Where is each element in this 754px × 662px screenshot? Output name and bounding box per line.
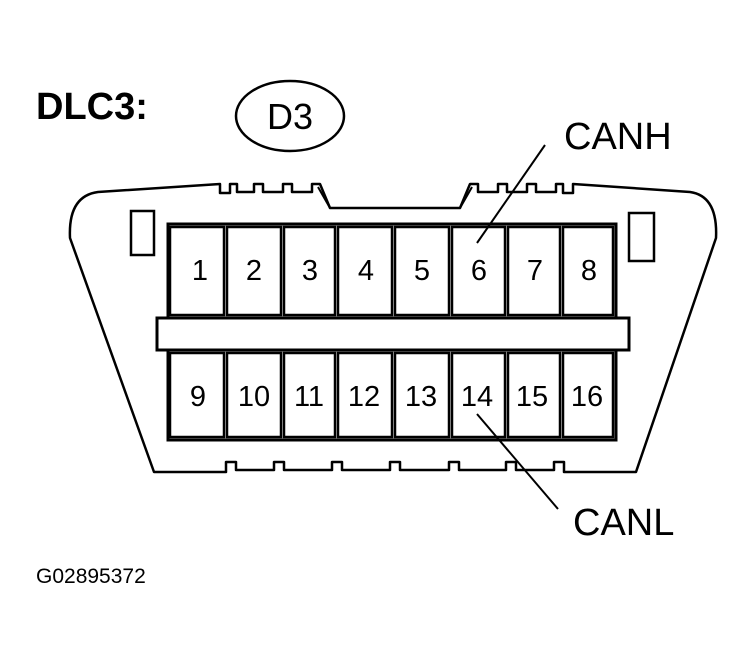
pin-label: 4 bbox=[358, 255, 374, 287]
left-latch bbox=[129, 209, 156, 257]
pin-label: 6 bbox=[471, 255, 487, 287]
badge-outline bbox=[234, 79, 346, 153]
pin-cell bbox=[450, 225, 507, 317]
pin-cell bbox=[506, 351, 562, 439]
pin-label: 12 bbox=[348, 381, 380, 413]
pin-label: 16 bbox=[571, 381, 603, 413]
canl-label: CANL bbox=[573, 502, 674, 544]
pin-cell bbox=[336, 351, 394, 439]
pin-label: 2 bbox=[246, 255, 262, 287]
pin-label: 9 bbox=[190, 381, 206, 413]
pin-cell bbox=[561, 351, 615, 439]
pin-label: 1 bbox=[192, 255, 208, 287]
diagram-title: DLC3: bbox=[36, 86, 148, 128]
pin-label: 5 bbox=[414, 255, 430, 287]
pin-cell bbox=[168, 351, 226, 439]
pin-row-bottom: 9 10 11 12 13 14 15 16 bbox=[168, 351, 615, 439]
pin-label: 8 bbox=[581, 255, 597, 287]
connector-code-badge: D3 bbox=[234, 79, 346, 153]
pin-cell bbox=[225, 351, 283, 439]
pin-cell bbox=[225, 225, 283, 317]
pin-cell bbox=[393, 351, 451, 439]
pin-label: 7 bbox=[527, 255, 543, 287]
pin-cell bbox=[450, 351, 507, 439]
pin-label: 14 bbox=[461, 381, 493, 413]
right-latch bbox=[627, 211, 656, 263]
pin-cell bbox=[282, 225, 337, 317]
pin-cell bbox=[561, 225, 615, 317]
divider-bar bbox=[155, 316, 631, 352]
top-key-slot bbox=[317, 186, 473, 209]
pin-cell bbox=[282, 351, 337, 439]
pin-label: 13 bbox=[405, 381, 437, 413]
pin-label: 10 bbox=[238, 381, 270, 413]
canh-leader-line bbox=[476, 144, 546, 244]
pin-label: 15 bbox=[516, 381, 548, 413]
pin-cell bbox=[168, 225, 226, 317]
connector-housing bbox=[68, 182, 718, 474]
canl-leader-line bbox=[476, 413, 559, 510]
pin-cell bbox=[506, 225, 562, 317]
pin-cell bbox=[336, 225, 394, 317]
pin-label: 11 bbox=[294, 381, 324, 413]
pin-cell bbox=[393, 225, 451, 317]
connector-code: D3 bbox=[267, 96, 313, 137]
pin-label: 3 bbox=[302, 255, 318, 287]
canh-label: CANH bbox=[564, 116, 672, 158]
figure-id: G02895372 bbox=[36, 565, 146, 588]
pin-row-top: 1 2 3 4 5 6 7 8 bbox=[168, 225, 615, 317]
